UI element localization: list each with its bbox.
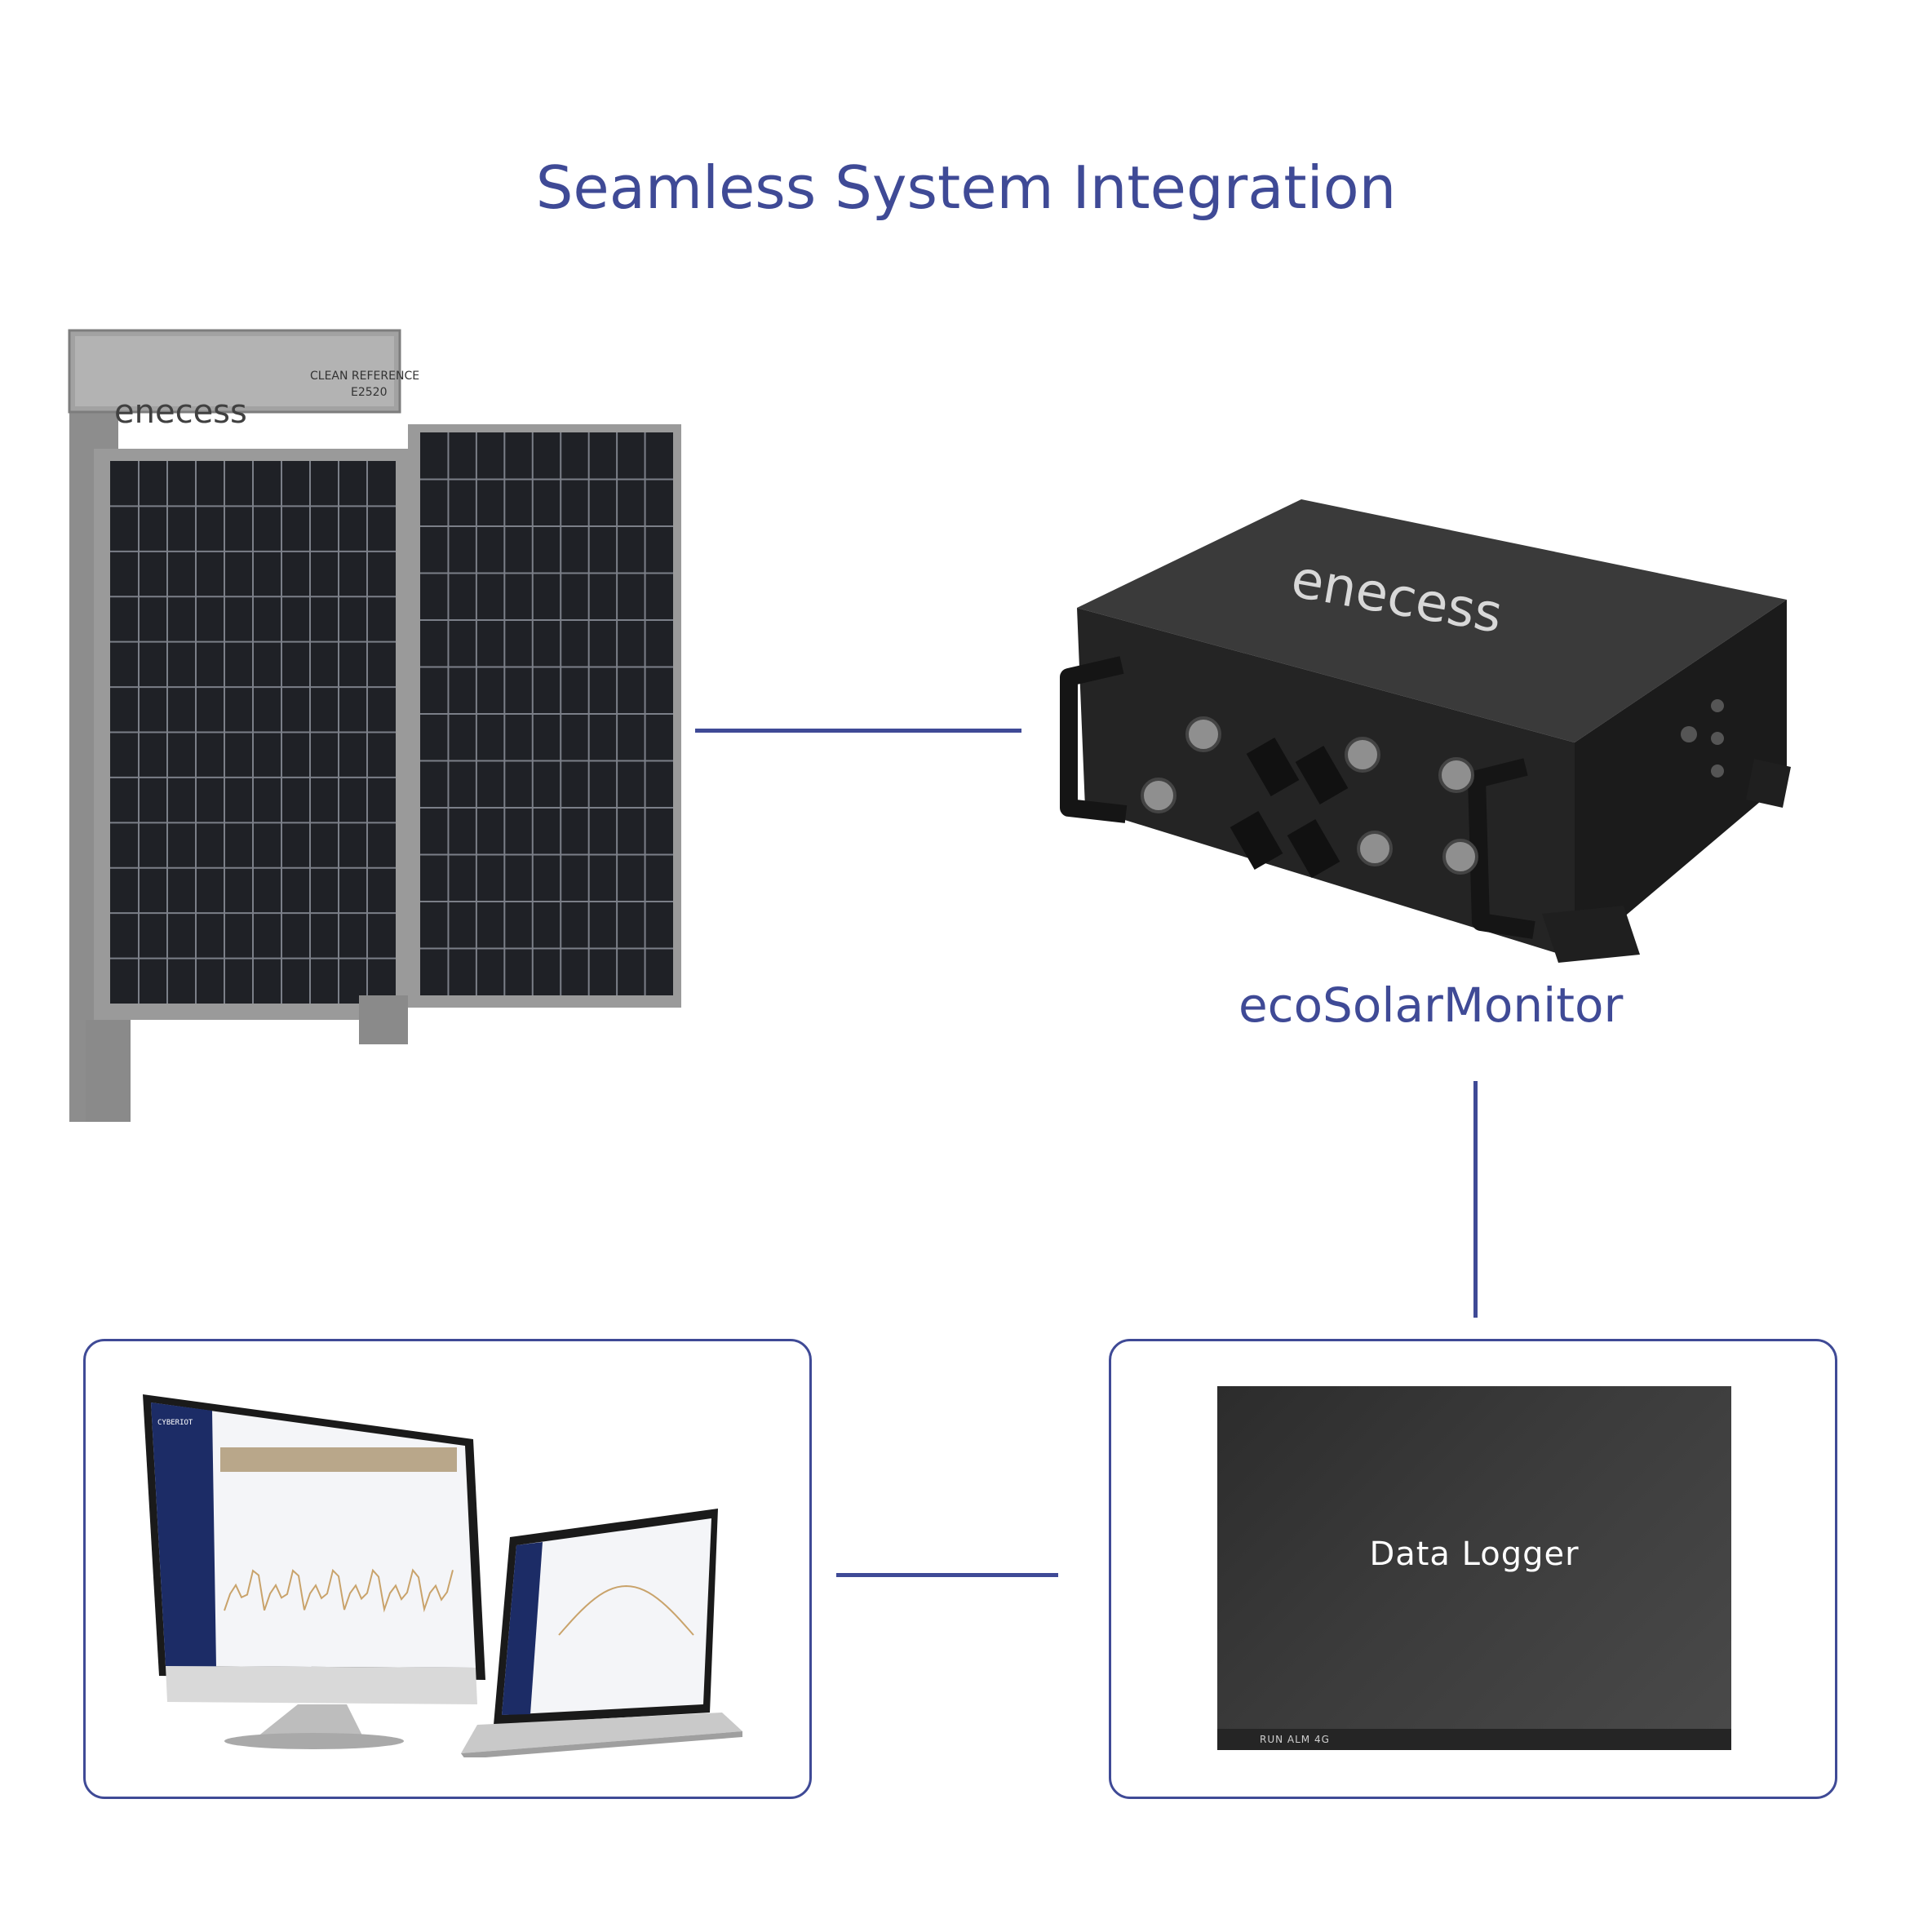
solar-reference-panel: enecess CLEAN REFERENCE E2520 [68, 329, 681, 1122]
page-title: Seamless System Integration [535, 153, 1397, 222]
ecosolarmonitor-device: enecess [1060, 499, 1791, 963]
connector-panel-monitor [695, 729, 1021, 733]
data-logger-label: Data Logger [1369, 1535, 1580, 1573]
dashboard-box: CYBERIOT [83, 1339, 812, 1799]
panel-cells-right [420, 432, 673, 995]
data-logger-indicators: RUN ALM 4G [1260, 1734, 1330, 1745]
connector-dashboard-logger [836, 1573, 1058, 1577]
computer-screens-illustration: CYBERIOT [143, 1394, 742, 1757]
connector-monitor-logger [1473, 1081, 1478, 1318]
monitor-ports [1141, 716, 1478, 878]
laptop-chart-line [558, 1584, 694, 1636]
data-logger-device: Data Logger RUN ALM 4G [1217, 1386, 1731, 1750]
panel-model-line2: E2520 [351, 386, 387, 399]
dashboard-brand: CYBERIOT [157, 1419, 193, 1427]
data-logger-box: Data Logger RUN ALM 4G [1109, 1339, 1837, 1799]
panel-cells-left [110, 461, 396, 1004]
desktop-chart-line [224, 1568, 454, 1613]
monitor-label: ecoSolarMonitor [1239, 977, 1624, 1033]
panel-model-line1: CLEAN REFERENCE [310, 370, 419, 383]
panel-brand-text: enecess [114, 393, 247, 431]
